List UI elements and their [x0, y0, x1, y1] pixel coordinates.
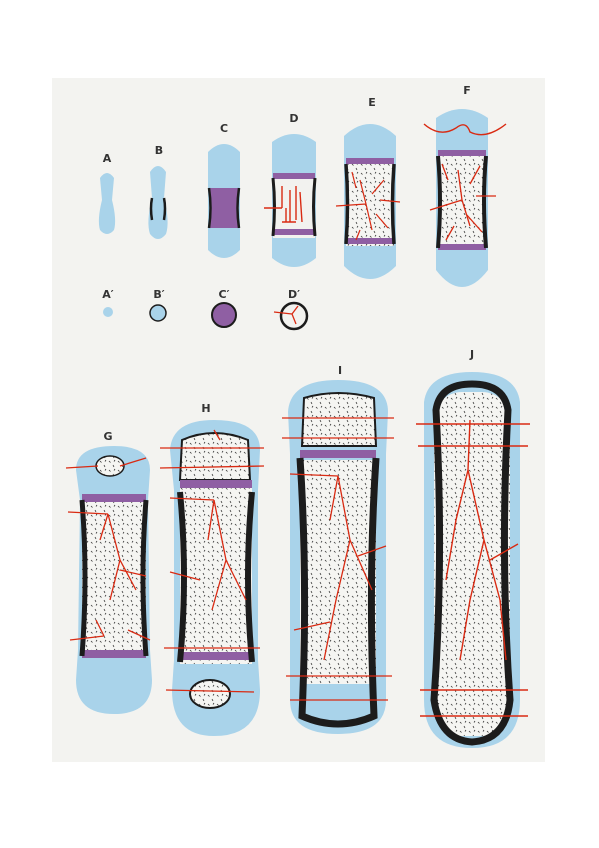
label-a: A: [103, 152, 112, 165]
label-j: J: [469, 348, 474, 361]
label-h: H: [201, 402, 210, 415]
cross-section-d: [273, 301, 309, 331]
cross-section-c: [211, 302, 237, 328]
label-e: E: [368, 96, 376, 109]
cross-section-b: [149, 304, 167, 322]
label-c-prime: C′: [219, 288, 230, 301]
stage-c-calcification: [207, 144, 241, 258]
stage-b-bone-collar: [148, 166, 168, 239]
stage-e-primary-ossification: [335, 124, 401, 279]
label-d: D: [289, 112, 298, 125]
label-b-prime: B′: [153, 288, 164, 301]
stage-a-cartilage-model: [98, 173, 116, 234]
label-f: F: [463, 84, 471, 97]
label-a-prime: A′: [102, 288, 114, 301]
stage-g-secondary-center: [65, 446, 152, 714]
stage-i-growth-plate: [282, 380, 394, 734]
stage-f-epiphyseal-vessels: [423, 109, 507, 287]
cross-section-a: [103, 307, 113, 317]
label-b: B: [155, 144, 163, 157]
label-d-prime: D′: [288, 288, 300, 301]
stage-d-vascular-invasion: [264, 134, 317, 267]
label-i: I: [338, 364, 342, 377]
stage-j-mature-bone: [416, 372, 530, 748]
stage-h-epiphyseal-ossification: [159, 420, 265, 736]
label-c: C: [220, 122, 228, 135]
label-g: G: [103, 430, 112, 443]
